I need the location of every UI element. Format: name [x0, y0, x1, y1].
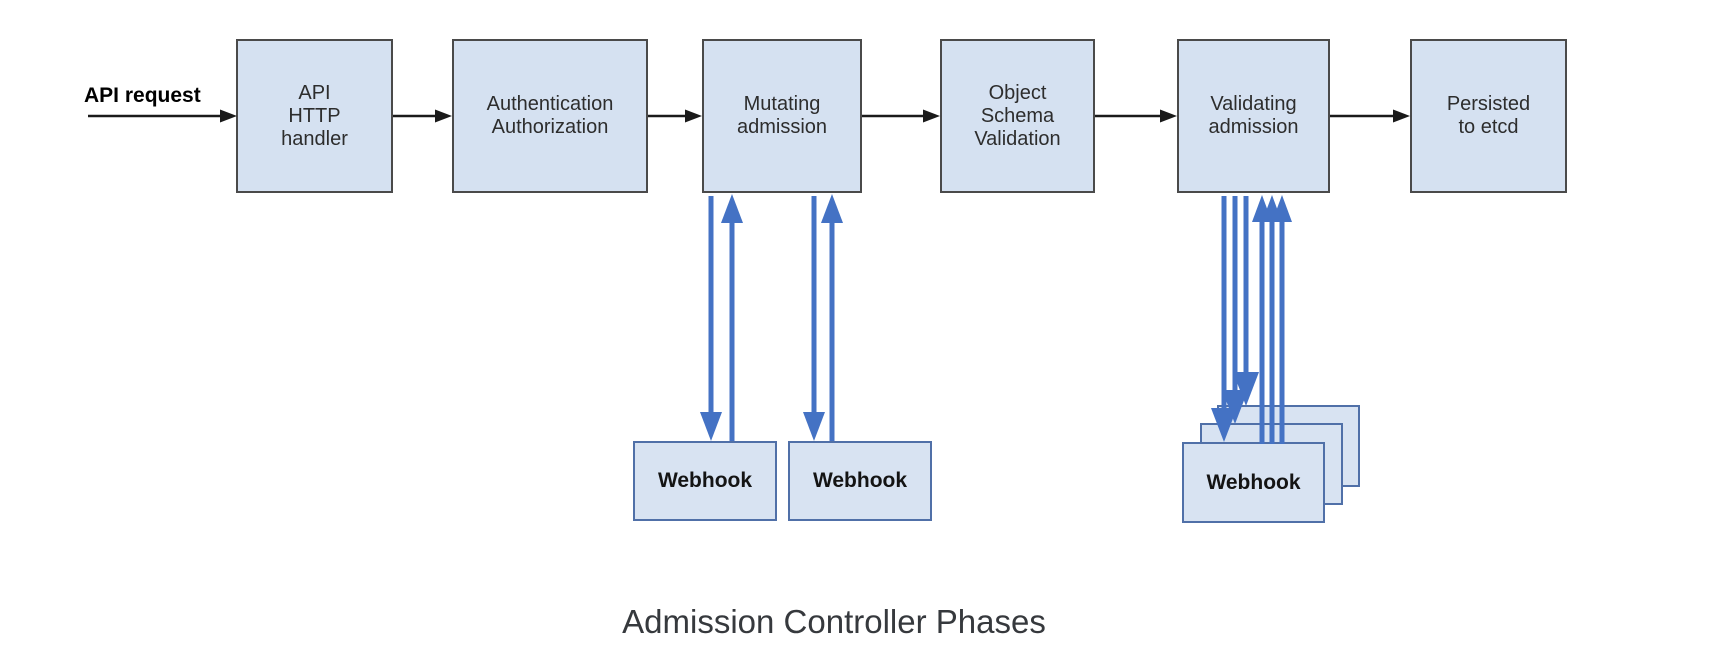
- phase-label-line: HTTP: [288, 104, 341, 127]
- webhook-label: Webhook: [1206, 470, 1301, 494]
- mutating-webhook2-return-arrow: [821, 194, 843, 441]
- phase-label-line: Validating: [1210, 93, 1297, 115]
- flow-arrow-validating-to-etcd: [1330, 109, 1410, 123]
- phase-label-line: to etcd: [1458, 116, 1519, 138]
- phase-label-line: Authentication: [486, 93, 614, 115]
- mutating-webhook-box-2: Webhook: [788, 441, 932, 521]
- phase-label-line: Object: [988, 81, 1047, 104]
- phase-label-line: Mutating: [743, 93, 821, 115]
- phase-box-mutating-admission: Mutating admission: [702, 39, 862, 193]
- phase-label-line: handler: [281, 127, 348, 150]
- phase-box-authentication-authorization: Authentication Authorization: [452, 39, 648, 193]
- phase-label-line: Schema: [980, 104, 1055, 127]
- phase-label-line: admission: [736, 116, 828, 138]
- flow-arrow-handler-to-auth: [393, 109, 452, 123]
- phase-label-line: admission: [1208, 116, 1299, 138]
- flow-arrow-api-request: [88, 109, 237, 123]
- phase-box-persisted-to-etcd: Persisted to etcd: [1410, 39, 1567, 193]
- mutating-webhook1-call-arrow: [700, 196, 722, 441]
- mutating-webhook2-call-arrow: [803, 196, 825, 441]
- webhook-label: Webhook: [812, 469, 908, 492]
- phase-box-validating-admission: Validating admission: [1177, 39, 1330, 193]
- phase-box-api-http-handler: API HTTP handler: [236, 39, 393, 193]
- webhook-label: Webhook: [657, 469, 753, 492]
- phase-label-line: Persisted: [1446, 93, 1531, 115]
- api-request-label: API request: [84, 84, 201, 107]
- phase-label-line: Validation: [974, 127, 1061, 150]
- phase-box-object-schema-validation: Object Schema Validation: [940, 39, 1095, 193]
- phase-label-line: Authorization: [491, 116, 609, 138]
- phase-label-line: API: [298, 81, 331, 104]
- flow-arrow-mutating-to-schema: [862, 109, 940, 123]
- diagram-caption: Admission Controller Phases: [622, 603, 1046, 640]
- flow-arrow-schema-to-validating: [1095, 109, 1177, 123]
- flow-arrow-auth-to-mutating: [648, 109, 702, 123]
- mutating-webhook1-return-arrow: [721, 194, 743, 441]
- mutating-webhook-box-1: Webhook: [633, 441, 777, 521]
- validating-webhook-box-front: Webhook: [1182, 442, 1325, 523]
